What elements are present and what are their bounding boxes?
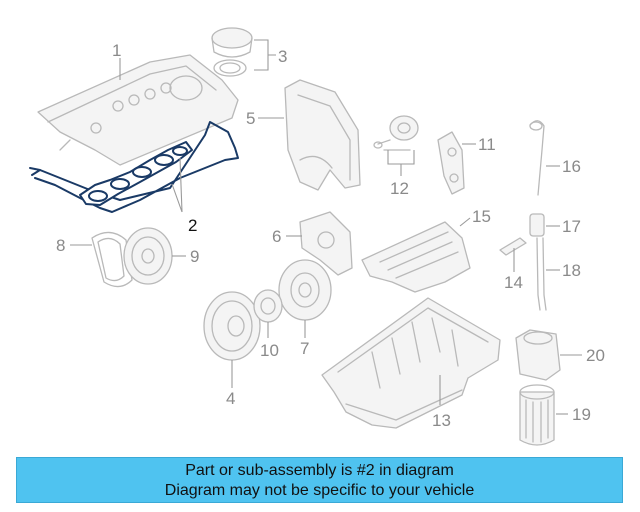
callout-15: 15 xyxy=(472,207,491,226)
part-dipstick-tube xyxy=(536,237,547,311)
callout-10: 10 xyxy=(260,341,279,360)
callout-2: 2 xyxy=(188,216,197,235)
callout-1: 1 xyxy=(112,41,121,60)
leader-lines xyxy=(70,39,582,415)
callout-8: 8 xyxy=(56,236,65,255)
part-oil-filter xyxy=(519,384,555,446)
callout-19: 19 xyxy=(572,405,591,424)
callout-9: 9 xyxy=(190,247,199,266)
part-cam-gear xyxy=(123,227,173,285)
banner-line-part-number: Part or sub-assembly is #2 in diagram xyxy=(185,462,454,479)
part-timing-cover xyxy=(284,79,361,191)
callout-12: 12 xyxy=(390,179,409,198)
callout-16: 16 xyxy=(562,157,581,176)
exploded-parts-diagram: 1 2 3 4 5 6 7 8 9 10 11 12 13 14 15 16 1… xyxy=(29,27,605,446)
part-valve-cover-gasket xyxy=(29,121,239,213)
part-timing-bracket xyxy=(299,211,353,276)
part-gasket-strip xyxy=(499,237,527,256)
part-tensioner-bracket xyxy=(437,131,465,195)
callout-14: 14 xyxy=(504,273,523,292)
callout-4: 4 xyxy=(226,389,235,408)
part-timing-pulley xyxy=(278,259,332,321)
callout-5: 5 xyxy=(246,109,255,128)
part-dipstick xyxy=(529,120,545,196)
callout-18: 18 xyxy=(562,261,581,280)
part-oil-cap xyxy=(211,27,253,77)
part-crank-pulley xyxy=(203,291,261,361)
info-banner: Part or sub-assembly is #2 in diagram Di… xyxy=(16,457,623,503)
callouts: 1 2 3 4 5 6 7 8 9 10 11 12 13 14 15 16 1… xyxy=(56,41,605,430)
callout-13: 13 xyxy=(432,411,451,430)
part-valve-cover xyxy=(37,54,239,166)
part-filter-housing xyxy=(515,329,561,381)
part-crank-sprocket xyxy=(253,289,283,323)
callout-7: 7 xyxy=(300,339,309,358)
part-timing-belt xyxy=(91,231,133,288)
callout-17: 17 xyxy=(562,217,581,236)
part-dipstick-seal xyxy=(529,213,545,237)
callout-11: 11 xyxy=(478,135,496,154)
part-tensioner xyxy=(373,115,419,151)
part-oil-pan xyxy=(321,297,501,429)
callout-3: 3 xyxy=(278,47,287,66)
banner-line-disclaimer: Diagram may not be specific to your vehi… xyxy=(164,482,475,499)
callout-6: 6 xyxy=(272,227,281,246)
callout-20: 20 xyxy=(586,346,605,365)
part-oil-baffle xyxy=(361,221,471,293)
